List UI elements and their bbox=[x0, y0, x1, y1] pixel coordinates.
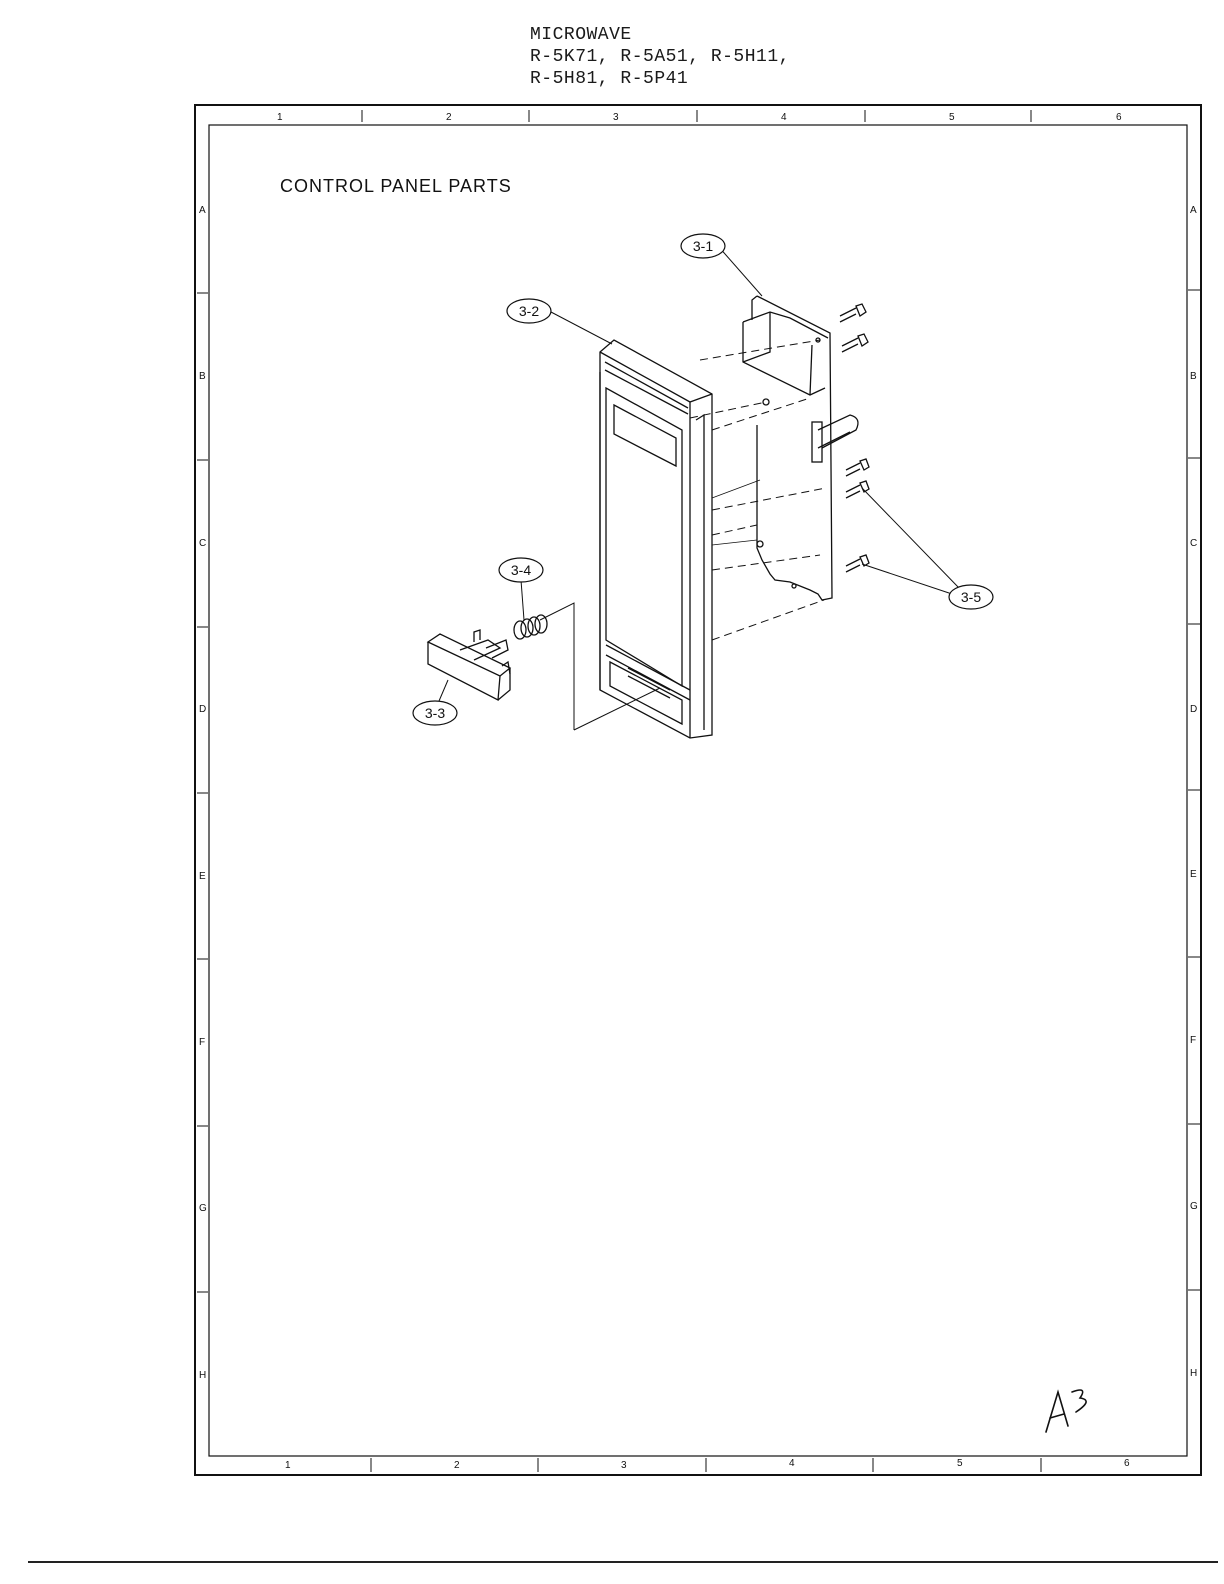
row-label-right-G: G bbox=[1190, 1201, 1198, 1212]
col-label-bottom-4: 4 bbox=[789, 1458, 795, 1469]
row-label-left-A: A bbox=[199, 205, 206, 216]
col-label-bottom-6: 6 bbox=[1124, 1458, 1130, 1469]
row-label-right-C: C bbox=[1190, 538, 1197, 549]
col-label-top-4: 4 bbox=[781, 112, 787, 123]
row-label-left-F: F bbox=[199, 1037, 205, 1048]
left-row-ticks bbox=[197, 292, 208, 1293]
col-label-top-3: 3 bbox=[613, 112, 619, 123]
callout-3-1: 3-1 bbox=[680, 233, 726, 259]
callout-3-3: 3-3 bbox=[412, 700, 458, 726]
row-label-left-D: D bbox=[199, 704, 206, 715]
callout-3-3-label: 3-3 bbox=[425, 705, 445, 721]
callout-3-5: 3-5 bbox=[948, 584, 994, 610]
row-label-right-B: B bbox=[1190, 371, 1197, 382]
inner-frame bbox=[208, 124, 1188, 1457]
row-label-right-D: D bbox=[1190, 704, 1197, 715]
header-title: MICROWAVE bbox=[530, 25, 632, 45]
spring-part bbox=[513, 614, 548, 640]
page-bottom-rule bbox=[28, 1561, 1218, 1563]
row-label-right-H: H bbox=[1190, 1368, 1197, 1379]
callout-3-2-label: 3-2 bbox=[519, 303, 539, 319]
right-row-ticks bbox=[1188, 289, 1200, 1291]
screws-part bbox=[839, 303, 870, 573]
button-part bbox=[426, 629, 512, 702]
col-label-bottom-1: 1 bbox=[285, 1460, 291, 1471]
row-label-right-E: E bbox=[1190, 869, 1197, 880]
callout-3-4-label: 3-4 bbox=[511, 562, 531, 578]
col-label-top-2: 2 bbox=[446, 112, 452, 123]
callout-3-5-label: 3-5 bbox=[961, 589, 981, 605]
document-header: MICROWAVE R-5K71, R-5A51, R-5H11, R-5H81… bbox=[530, 24, 790, 90]
handwritten-a3-mark bbox=[1045, 1389, 1087, 1433]
header-models-line1: R-5K71, R-5A51, R-5H11, bbox=[530, 47, 790, 67]
col-label-top-1: 1 bbox=[277, 112, 283, 123]
callout-3-4: 3-4 bbox=[498, 557, 544, 583]
front-panel-part bbox=[599, 339, 713, 739]
row-label-right-A: A bbox=[1190, 205, 1197, 216]
row-label-left-E: E bbox=[199, 871, 206, 882]
row-label-left-B: B bbox=[199, 371, 206, 382]
assembly-guide-lines bbox=[689, 339, 827, 641]
outer-frame bbox=[194, 104, 1202, 1476]
col-label-top-5: 5 bbox=[949, 112, 955, 123]
col-label-top-6: 6 bbox=[1116, 112, 1122, 123]
bottom-column-ticks bbox=[370, 1458, 1042, 1472]
bracket-leader-lines bbox=[539, 602, 661, 731]
header-models-line2: R-5H81, R-5P41 bbox=[530, 69, 689, 89]
col-label-bottom-3: 3 bbox=[621, 1460, 627, 1471]
row-label-left-C: C bbox=[199, 538, 206, 549]
col-label-bottom-2: 2 bbox=[454, 1460, 460, 1471]
circuit-board-part bbox=[742, 295, 859, 601]
row-label-left-H: H bbox=[199, 1370, 206, 1381]
section-title: CONTROL PANEL PARTS bbox=[280, 176, 512, 196]
callout-3-2: 3-2 bbox=[506, 298, 552, 324]
row-label-left-G: G bbox=[199, 1203, 207, 1214]
control-panel-drawing bbox=[426, 245, 961, 739]
col-label-bottom-5: 5 bbox=[957, 1458, 963, 1469]
top-column-ticks bbox=[361, 110, 1032, 122]
row-label-right-F: F bbox=[1190, 1035, 1196, 1046]
callout-3-1-label: 3-1 bbox=[693, 238, 713, 254]
